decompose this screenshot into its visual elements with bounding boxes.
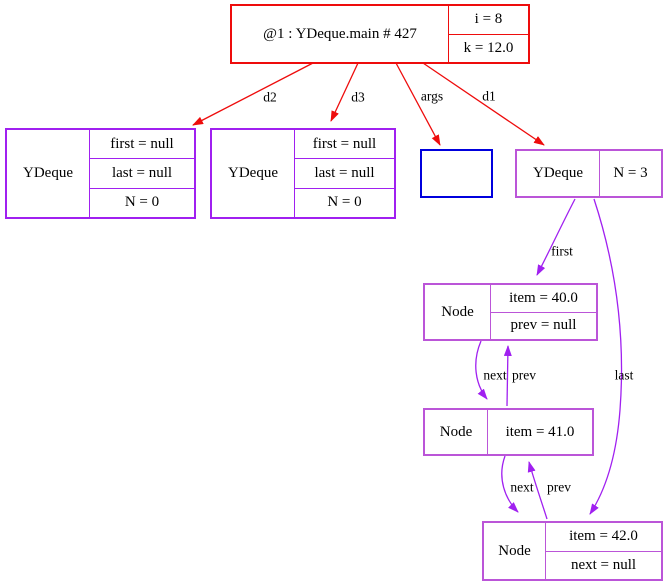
frame-field-i: i = 8 (474, 11, 503, 28)
edge-label-next-lower: next (510, 479, 534, 495)
ydeque-d2-class: YDeque (7, 130, 90, 217)
node40-class: Node (425, 285, 491, 339)
node42-class: Node (484, 523, 546, 579)
node41-fields: item = 41.0 (488, 410, 592, 454)
edge-label-args: args (420, 88, 444, 104)
edge-first (536, 198, 576, 276)
ydeque-d3-box: YDeque first = null last = null N = 0 (210, 128, 396, 219)
ydeque-d2-box: YDeque first = null last = null N = 0 (5, 128, 196, 219)
ydeque-d2-n: N = 0 (90, 187, 194, 217)
node40-item: item = 40.0 (509, 289, 578, 306)
ydeque-d3-first: first = null (312, 135, 377, 152)
edge-d1 (422, 62, 545, 146)
edge-label-last: last (614, 367, 634, 383)
edge-prev-41-40 (503, 345, 512, 407)
edge-args (395, 62, 441, 146)
node42-item: item = 42.0 (569, 528, 638, 545)
ydeque-d1-n: N = 3 (613, 165, 648, 181)
edge-label-next-upper: next (483, 367, 507, 383)
stack-frame-box: @1 : YDeque.main # 427 i = 8 k = 12.0 (230, 4, 530, 64)
args-array-box (420, 149, 493, 198)
ydeque-d2-fields: first = null last = null N = 0 (90, 130, 194, 217)
node42-fields: item = 42.0 next = null (546, 523, 661, 579)
edge-label-d2: d2 (263, 89, 277, 105)
node41-class: Node (425, 410, 488, 454)
edge-label-prev-upper: prev (512, 367, 536, 383)
node42-box: Node item = 42.0 next = null (482, 521, 663, 581)
ydeque-d1-box: YDeque N = 3 (515, 149, 663, 198)
node40-box: Node item = 40.0 prev = null (423, 283, 598, 341)
ydeque-d1-fields: N = 3 (600, 151, 661, 196)
node40-prev: prev = null (491, 311, 596, 340)
ydeque-d3-class: YDeque (212, 130, 295, 217)
edge-label-d3: d3 (351, 89, 365, 105)
ydeque-d1-class: YDeque (517, 151, 600, 196)
edge-last (589, 198, 623, 515)
edge-label-d1: d1 (482, 88, 496, 104)
ydeque-d3-n: N = 0 (295, 187, 394, 217)
ydeque-d3-last: last = null (295, 158, 394, 187)
ydeque-d3-fields: first = null last = null N = 0 (295, 130, 394, 217)
edge-d2 (192, 62, 314, 126)
node40-fields: item = 40.0 prev = null (491, 285, 596, 339)
node42-next: next = null (546, 550, 661, 580)
edge-label-prev-lower: prev (547, 479, 571, 495)
ydeque-d2-first: first = null (110, 135, 174, 152)
frame-title: @1 : YDeque.main # 427 (232, 6, 449, 62)
node41-box: Node item = 41.0 (423, 408, 594, 456)
frame-fields: i = 8 k = 12.0 (449, 6, 528, 62)
edge-label-first: first (551, 243, 573, 259)
ydeque-d2-last: last = null (90, 158, 194, 187)
frame-field-k: k = 12.0 (449, 33, 528, 63)
node41-item: item = 41.0 (505, 423, 575, 440)
